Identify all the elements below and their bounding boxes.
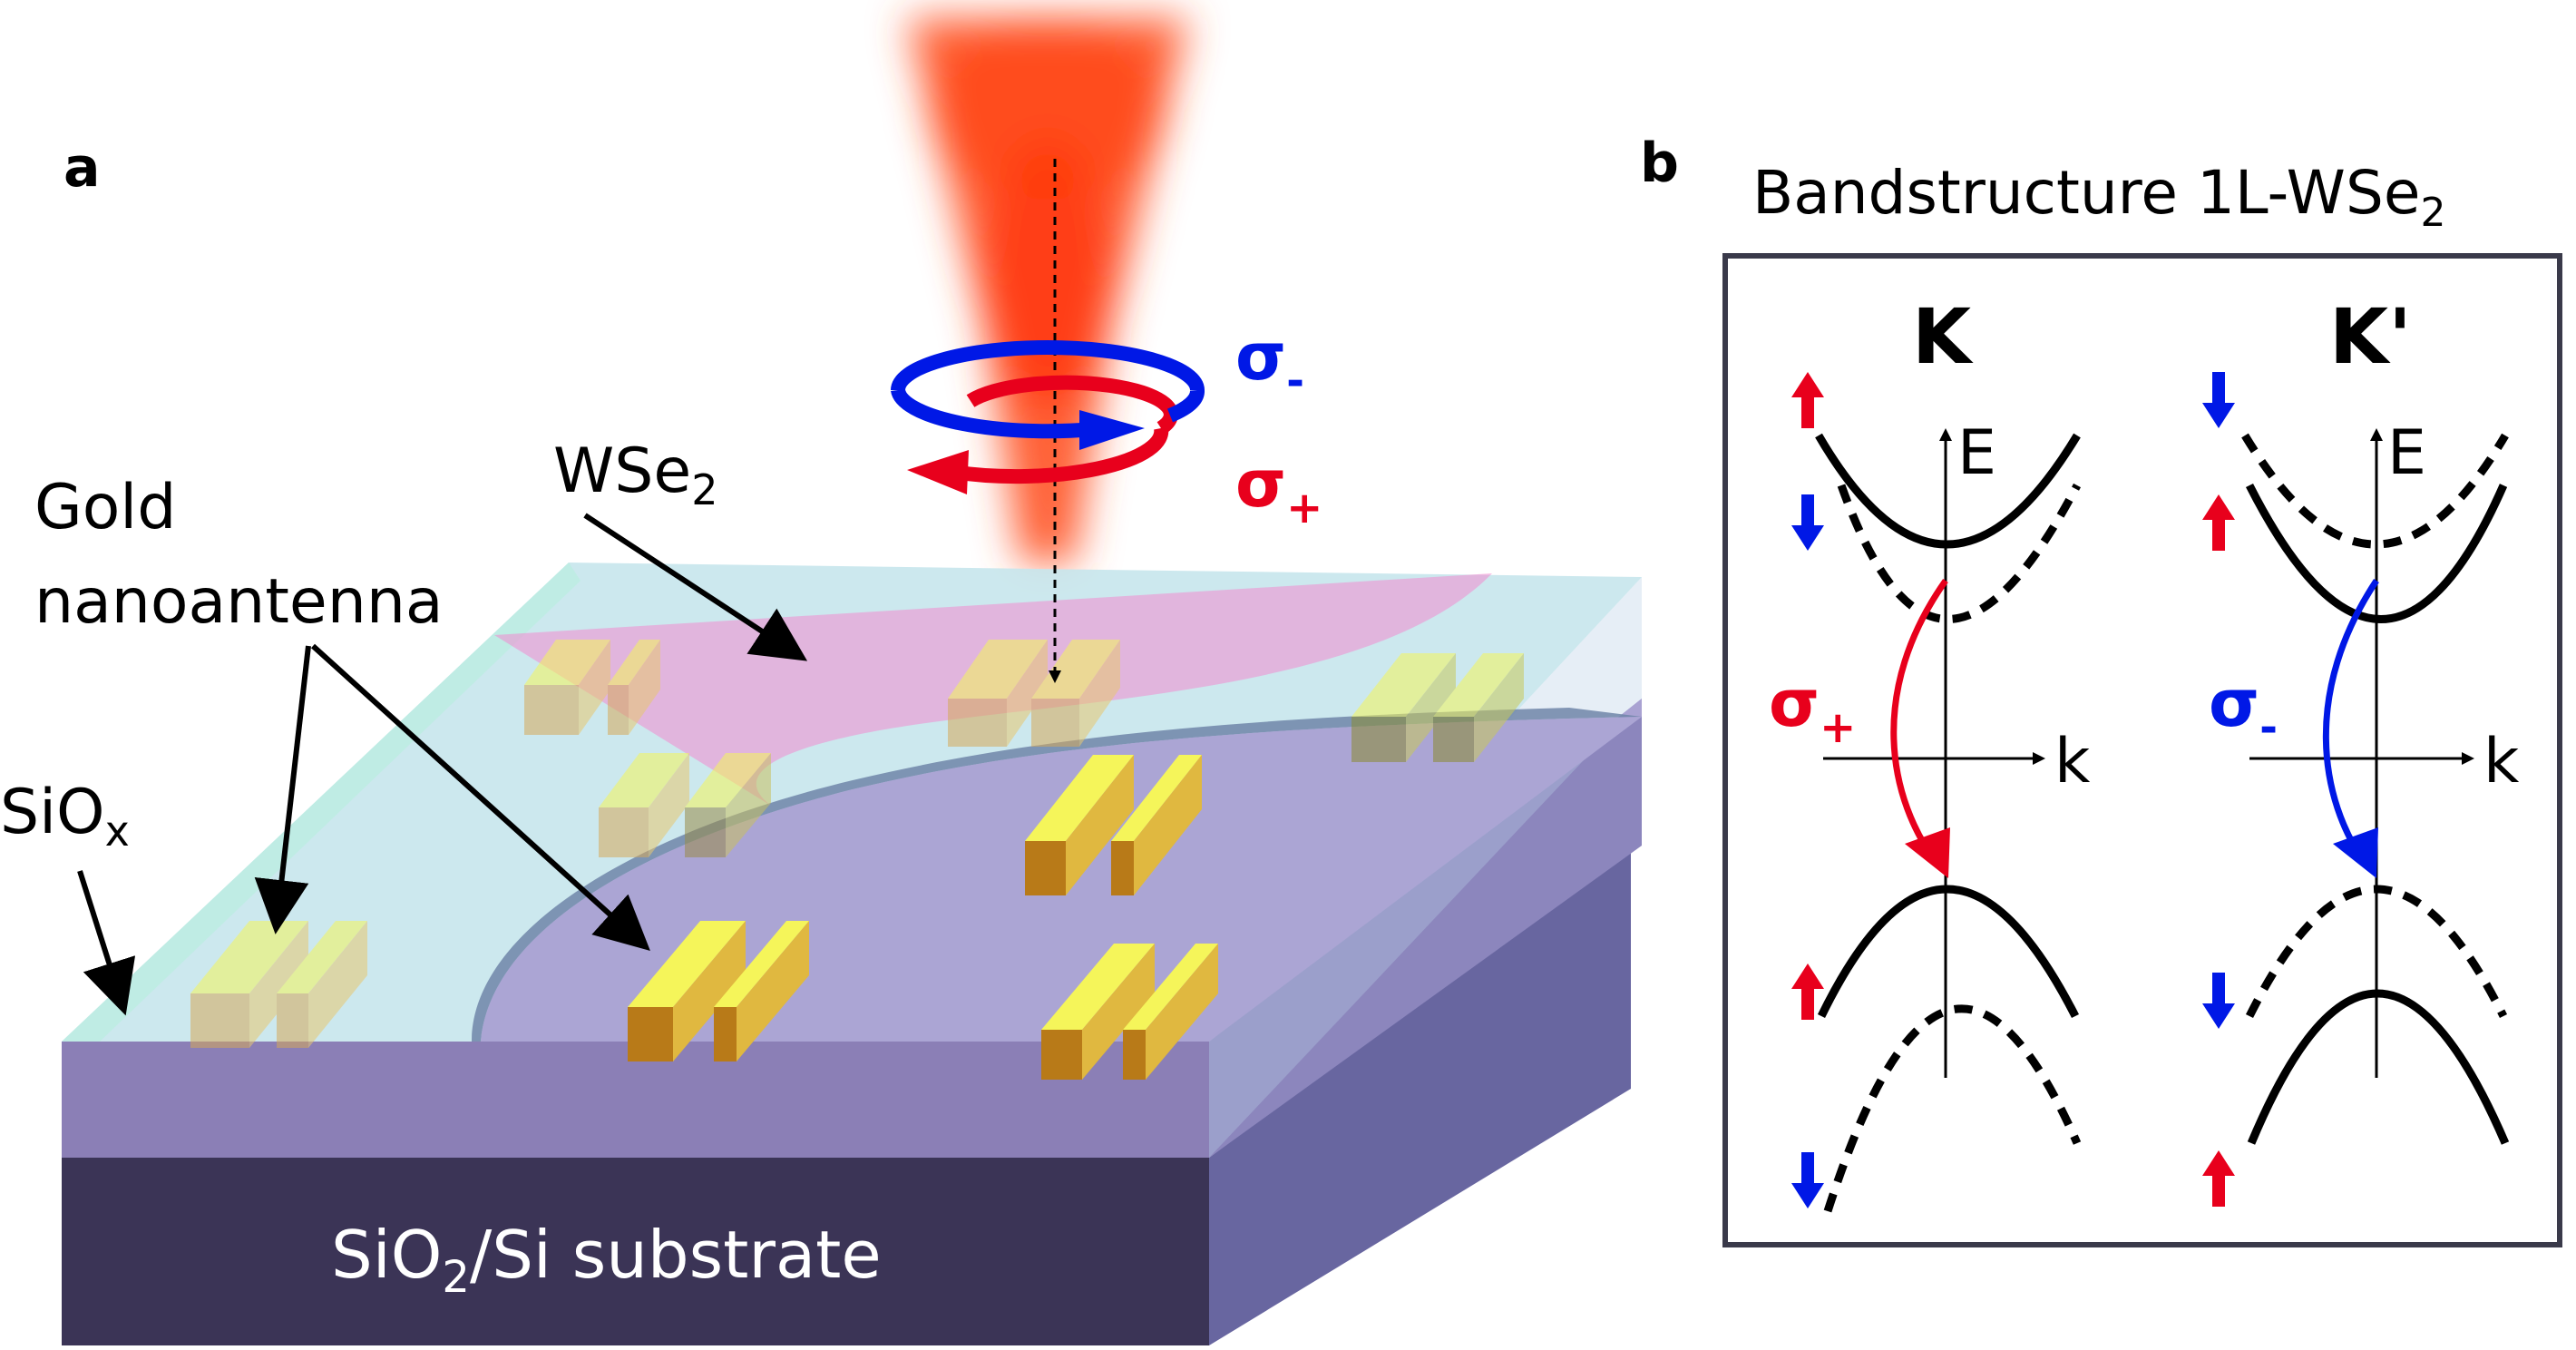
spin-up-icon [2202, 1150, 2235, 1207]
k-valley-e-axis: E [1957, 417, 1996, 489]
sigma-plus-b-sub: + [1820, 702, 1856, 753]
k-valley-axes [1823, 428, 2045, 1078]
panel-a-letter: a [63, 136, 101, 200]
spin-arrows [1791, 372, 2235, 1208]
nanoantennas [190, 640, 1524, 1080]
spin-up-icon [1791, 372, 1824, 428]
spin-down-icon [1791, 1152, 1824, 1208]
substrate-label: SiO2/Si substrate [331, 1217, 882, 1303]
substrate-side-face [1209, 846, 1631, 1345]
siox-layer-edge [62, 1042, 1209, 1158]
sigma-plus-a-base: σ [1235, 445, 1286, 522]
siox-sub: x [105, 807, 130, 856]
valley-kprime-label: K' [2329, 292, 2412, 381]
kprime-valley-k-axis: k [2483, 726, 2520, 797]
k-cb-upper [1815, 433, 2081, 549]
k-valley-bands [1815, 433, 2082, 1213]
substrate-front-face [62, 1158, 1209, 1345]
kprime-vb-dashed [2245, 885, 2508, 1019]
kprime-valley-bands [2241, 433, 2510, 1145]
polarization-rings [891, 340, 1205, 494]
sigma-minus-transition [2322, 579, 2379, 869]
sigma-plus-transition [1890, 578, 1948, 869]
spin-down-icon [2202, 973, 2235, 1029]
gold-label: Gold [34, 472, 176, 543]
panel-b: b Bandstructure 1L-WSe2 K K' E k E k [1640, 132, 2562, 1247]
bandstructure-frame [1722, 253, 2562, 1247]
title-sub: 2 [2420, 190, 2445, 236]
siox-base: SiO [0, 777, 105, 848]
wse2-label: WSe2 [553, 435, 718, 514]
substrate-rest: /Si substrate [470, 1217, 882, 1293]
kprime-valley-e-axis: E [2387, 417, 2426, 489]
title-base: Bandstructure 1L-WSe [1752, 158, 2420, 228]
panel-b-letter: b [1640, 132, 1679, 195]
sigma-minus-b-base: σ [2209, 665, 2259, 741]
siox-label: SiOx [0, 777, 130, 856]
sigma-plus-label-a: σ+ [1235, 445, 1322, 533]
sigma-minus-a-sub: - [1286, 356, 1304, 406]
sigma-minus-a-base: σ [1235, 318, 1286, 395]
sigma-plus-label-b: σ+ [1769, 665, 1856, 753]
panel-a: σ- σ+ a Gold nanoantenna WSe2 SiOx SiO2/… [0, 18, 1642, 1345]
spin-down-icon [1791, 494, 1824, 551]
k-cb-lower-dashed [1837, 483, 2081, 623]
substrate-sub: 2 [442, 1252, 470, 1303]
spin-down-icon [2202, 372, 2235, 428]
sigma-minus-label-a: σ- [1235, 318, 1304, 406]
sigma-plus-b-base: σ [1769, 665, 1820, 741]
kprime-cb-dashed [2241, 433, 2509, 549]
laser-beam [907, 18, 1188, 562]
sigma-minus-label-b: σ- [2209, 665, 2278, 753]
wse2-base: WSe [553, 435, 691, 507]
k-vb-lower-dashed [1823, 1004, 2082, 1213]
kprime-vb-solid [2247, 989, 2510, 1145]
spin-up-icon [2202, 494, 2235, 551]
k-valley-k-axis: k [2054, 726, 2091, 797]
kprime-cb-solid [2245, 483, 2508, 623]
valley-k-label: K [1912, 292, 1974, 381]
spin-up-icon [1791, 964, 1824, 1020]
wse2-sub: 2 [691, 465, 717, 514]
label-pointers [77, 513, 808, 1016]
k-vb-upper [1817, 885, 2080, 1019]
bandstructure-title: Bandstructure 1L-WSe2 [1752, 158, 2445, 236]
substrate-base: SiO [331, 1217, 442, 1293]
sigma-plus-a-sub: + [1286, 483, 1322, 533]
kprime-valley-axes [2249, 428, 2474, 1078]
nanoantenna-label: nanoantenna [34, 566, 444, 638]
sigma-minus-b-sub: - [2259, 702, 2278, 753]
